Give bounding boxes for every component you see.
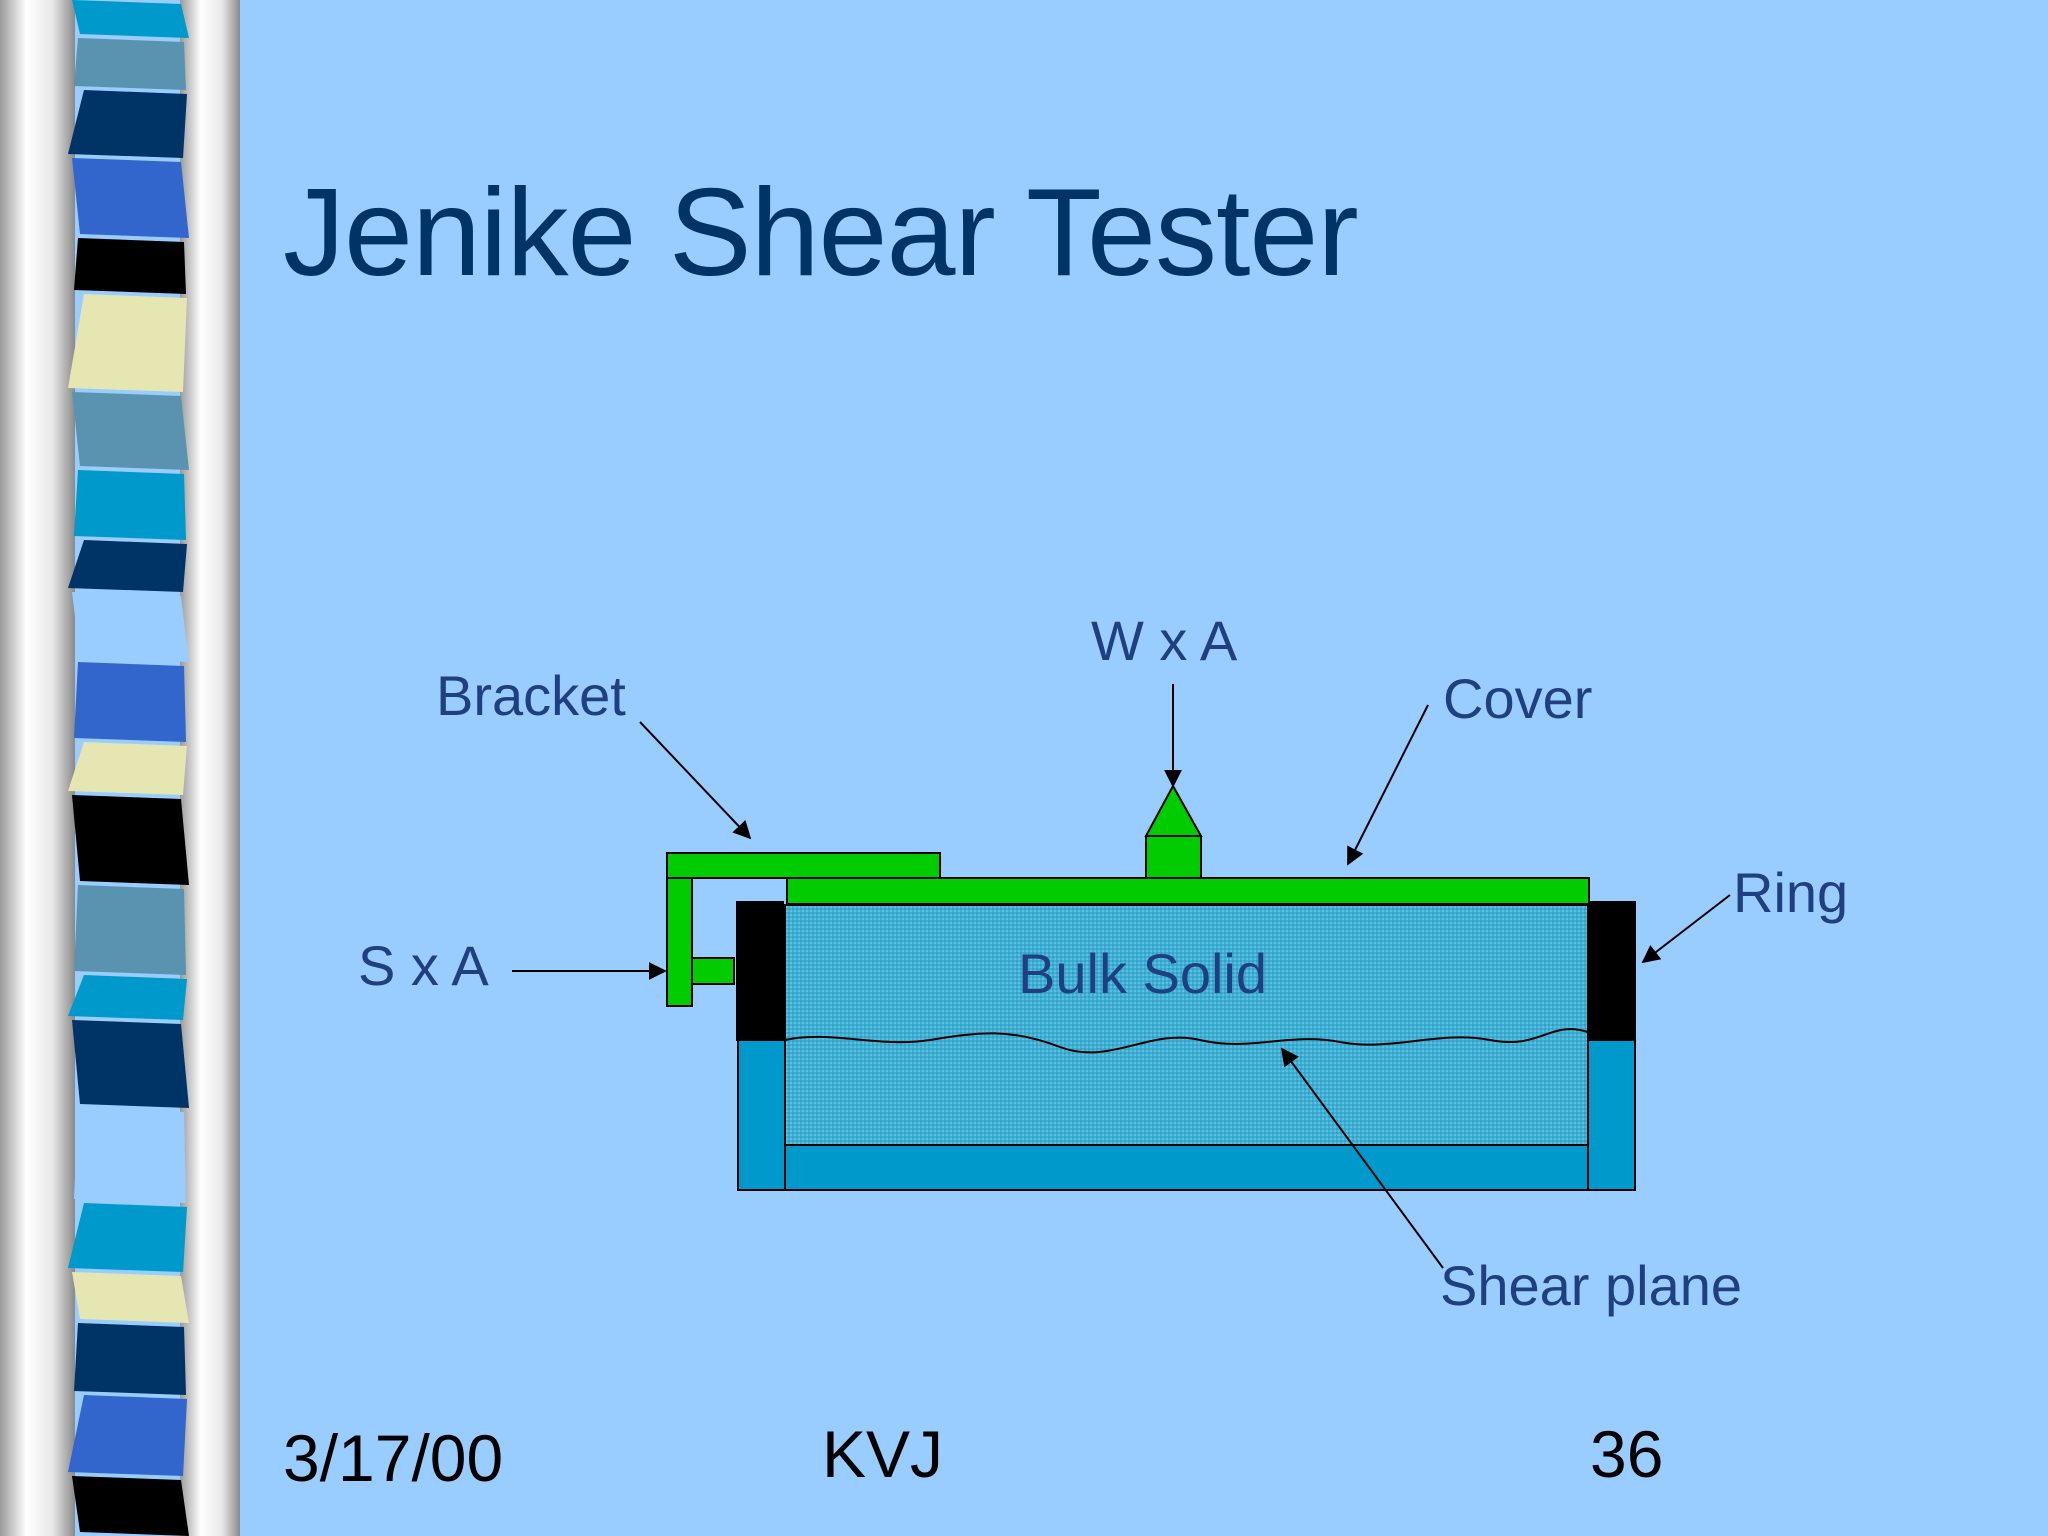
banner-stripe	[68, 90, 187, 158]
bulk-solid	[784, 904, 1589, 1146]
bracket-top-arm	[666, 852, 941, 879]
ring-right	[1589, 901, 1636, 1041]
banner-stripe	[74, 1108, 186, 1203]
load-post	[1145, 835, 1202, 879]
cover	[786, 877, 1590, 905]
banner-stripe	[72, 1020, 189, 1108]
banner-stripe	[68, 294, 187, 392]
slide-title: Jenike Shear Tester	[283, 164, 1359, 302]
cover-label: Cover	[1443, 667, 1592, 730]
banner-stripe	[72, 1272, 189, 1323]
ring-label: Ring	[1733, 861, 1848, 924]
banner-stripe	[74, 238, 186, 294]
banner-right-edge	[180, 0, 240, 1536]
load-label: W x A	[1091, 609, 1238, 672]
ring-left	[736, 901, 784, 1041]
shear-plane-label: Shear plane	[1440, 1254, 1742, 1317]
bulk-solid-label: Bulk Solid	[1018, 942, 1267, 1005]
banner-stripe	[68, 975, 187, 1020]
banner-stripe	[72, 795, 189, 885]
ring-arrow	[1641, 894, 1731, 964]
banner-stripe	[72, 158, 189, 238]
banner-stripe	[74, 38, 186, 90]
shear-force-label: S x A	[358, 934, 489, 997]
shear-plane-arrow	[1280, 1047, 1444, 1269]
banner-stripe	[74, 885, 186, 975]
banner-stripe	[68, 1395, 187, 1476]
shear-plane-line	[784, 1028, 1589, 1054]
decorative-banner	[0, 0, 240, 1536]
bracket-pusher	[691, 957, 735, 985]
bracket-label: Bracket	[436, 664, 626, 727]
banner-stripes	[68, 0, 189, 1536]
banner-stripe	[72, 592, 189, 662]
footer-page-number: 36	[1590, 1417, 1664, 1491]
banner-stripe	[74, 662, 186, 742]
banner-stripe	[72, 392, 189, 470]
bracket-arrow	[639, 721, 752, 840]
banner-left-edge	[0, 0, 75, 1536]
banner-stripe	[72, 1476, 189, 1536]
banner-stripe	[74, 470, 186, 540]
load-point	[1144, 783, 1203, 837]
bracket-vertical-arm	[666, 877, 693, 1007]
banner-stripe	[68, 742, 187, 795]
banner-stripe	[68, 1203, 187, 1272]
banner-stripe	[68, 540, 187, 592]
cover-arrow	[1347, 704, 1429, 866]
footer-author: KVJ	[822, 1417, 944, 1491]
banner-stripe	[72, 0, 189, 38]
banner-stripe	[74, 1323, 186, 1395]
footer-date: 3/17/00	[283, 1421, 504, 1495]
